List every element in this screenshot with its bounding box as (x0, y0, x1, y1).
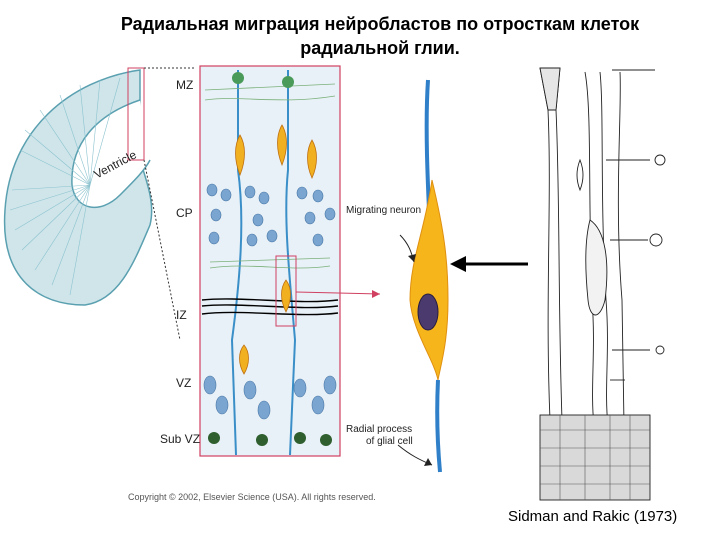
slide-title: Радиальная миграция нейробластов по отро… (60, 12, 700, 60)
histology-drawing (539, 67, 666, 501)
migrating-neuron-magnified (397, 79, 528, 473)
radial-process-line-2: of glial cell (366, 436, 413, 447)
radial-process-line-1: Radial process (346, 424, 413, 435)
cortex-panel (199, 65, 381, 457)
layer-label-mz: MZ (176, 78, 194, 92)
radial-process-label: Radial process of glial cell (346, 424, 413, 448)
source-credit: Sidman and Rakic (1973) (508, 508, 678, 525)
copyright-notice: Copyright © 2002, Elsevier Science (USA)… (128, 492, 376, 502)
migrating-neuron-label: Migrating neuron (346, 205, 422, 216)
title-line-1: Радиальная миграция нейробластов по отро… (120, 14, 640, 34)
layer-label-cp: CP (176, 206, 193, 220)
title-line-2: радиальной глии. (300, 38, 460, 58)
brain-section (3, 67, 196, 341)
layer-label-iz: IZ (176, 308, 187, 322)
layer-label-subvz: Sub VZ (160, 432, 201, 446)
layer-label-vz: VZ (176, 376, 192, 390)
